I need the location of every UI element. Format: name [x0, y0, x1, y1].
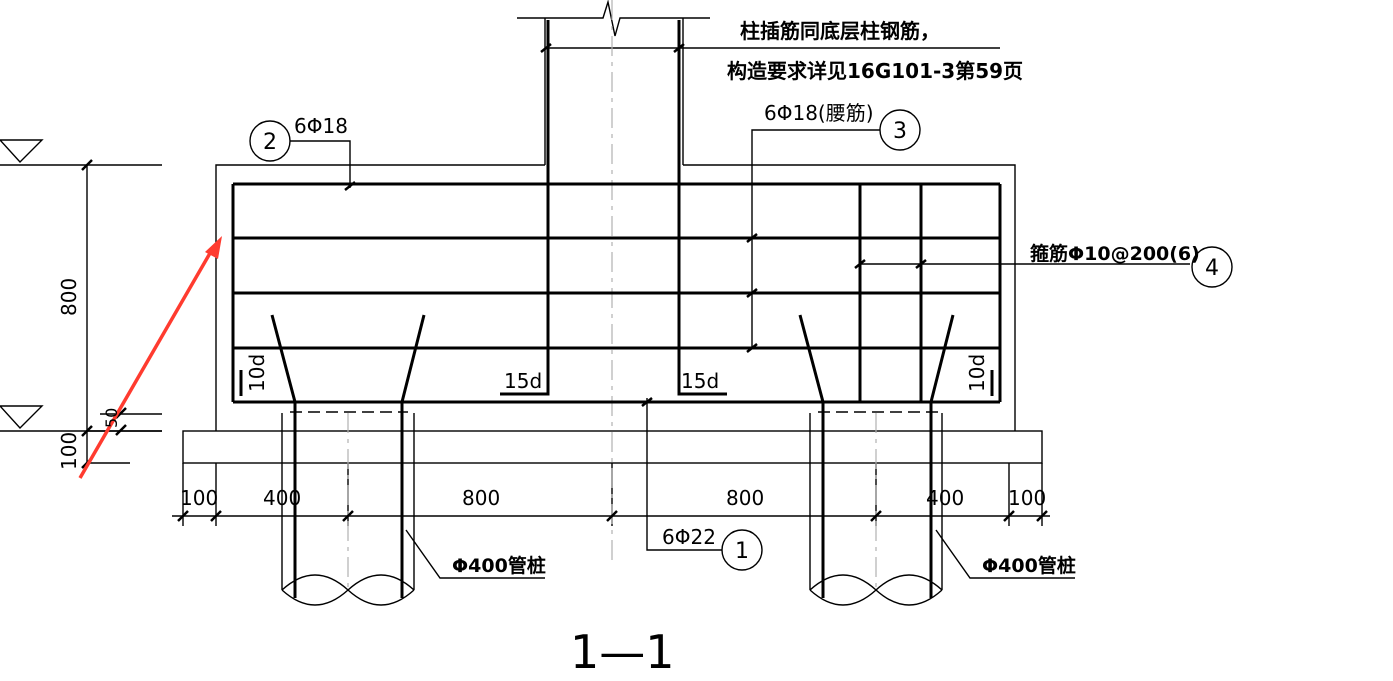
- note-bottom-bar: 6Φ22: [662, 525, 716, 549]
- elevation-bottom: [0, 405, 162, 432]
- pile-right: [809, 413, 943, 606]
- marker-3: 3: [893, 119, 907, 144]
- anchor-10d-right: 10d: [965, 354, 989, 392]
- leader-bottom: [646, 398, 722, 551]
- note-column-dowel-1: 柱插筋同底层柱钢筋，: [740, 19, 940, 43]
- dim-small-50: 50: [102, 408, 121, 428]
- anchor-15d-right: 15d: [681, 369, 719, 393]
- dim-right-400: 400: [926, 486, 964, 510]
- note-stirrup: 箍筋Φ10@200(6): [1030, 242, 1200, 265]
- column-dowel-left: [500, 20, 550, 396]
- dim-vertical: [86, 165, 162, 464]
- note-column-dowel-2: 构造要求详见16G101-3第59页: [727, 59, 1023, 83]
- anchor-15d-left: 15d: [504, 369, 542, 393]
- pile-anchor-right: [798, 314, 955, 598]
- note-top-bar: 6Φ18: [294, 114, 348, 138]
- section-title: 1—1: [570, 625, 675, 679]
- column-outline: [517, 0, 710, 37]
- column-dowel-right: [677, 20, 727, 396]
- elevation-top: [0, 139, 162, 166]
- dim-right-800: 800: [726, 486, 764, 510]
- cap-outline: [215, 164, 1016, 431]
- dim-left-400: 400: [263, 486, 301, 510]
- dim-bottom-left-100: 100: [180, 486, 218, 510]
- marker-2-circle: [249, 120, 291, 162]
- leader-top-bar: [290, 140, 351, 188]
- dim-right-100: 100: [1008, 486, 1046, 510]
- note-pile-left: Φ400管桩: [452, 554, 546, 577]
- marker-4-circle: [1191, 246, 1233, 288]
- leader-pile-left: [405, 529, 545, 579]
- leader-waist: [751, 129, 880, 348]
- dim-cushion-100: 100: [57, 432, 81, 470]
- note-pile-right: Φ400管桩: [982, 554, 1076, 577]
- pile-left: [281, 413, 415, 606]
- dim-left-800: 800: [462, 486, 500, 510]
- marker-1: 1: [735, 539, 749, 564]
- dim-height-800: 800: [57, 278, 81, 316]
- note-waist-bar: 6Φ18(腰筋): [764, 101, 874, 125]
- anchor-10d-left: 10d: [245, 354, 269, 392]
- red-arrow-annotation: [78, 236, 222, 479]
- leader-pile-right: [935, 529, 1075, 579]
- marker-4: 4: [1205, 256, 1219, 281]
- marker-3-circle: [879, 109, 921, 151]
- pile-anchor-left: [270, 314, 426, 598]
- marker-2: 2: [263, 130, 277, 155]
- marker-1-circle: [721, 529, 763, 571]
